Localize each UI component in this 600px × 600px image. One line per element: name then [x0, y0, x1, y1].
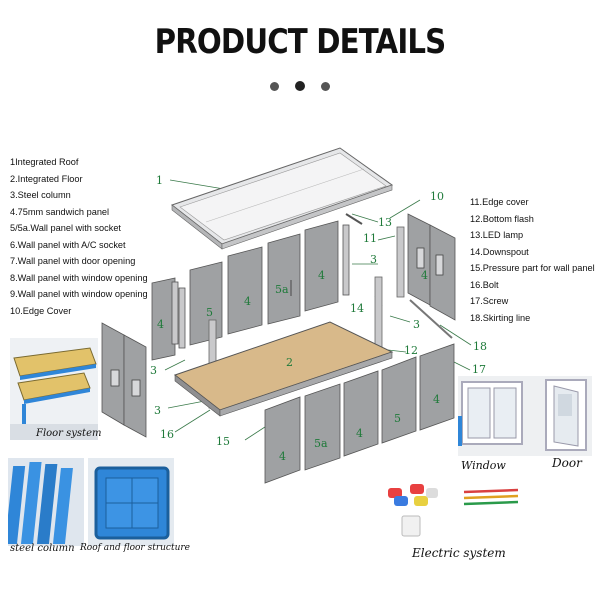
callout-4: 4 [318, 269, 325, 282]
legend-item: 3.Steel column [10, 190, 71, 200]
carousel-dot-3[interactable] [321, 82, 331, 91]
callout-labels: 1 2 3 3 3 3 4 4 4 4 4 4 4 5 5 5a 5a 10 1… [150, 174, 487, 463]
floor-system-caption: Floor system [36, 428, 102, 439]
roof-floor-structure-caption: Roof and floor structure [80, 543, 191, 553]
door-caption: Door [552, 456, 582, 470]
floor-system-photo [10, 338, 98, 440]
carousel-dot-2[interactable] [295, 81, 305, 91]
callout-4: 4 [244, 295, 251, 308]
legend-item: 8.Wall panel with window opening [10, 272, 148, 283]
page-title: PRODUCT DETAILS [154, 22, 446, 62]
legend-item: 12.Bottom flash [470, 213, 534, 224]
legend-item: 17.Screw [470, 296, 509, 306]
callout-3: 3 [413, 318, 420, 331]
steel-column-caption: steel column [10, 543, 75, 554]
callout-5a: 5a [275, 283, 289, 296]
callout-15: 15 [216, 435, 230, 448]
callout-4: 4 [356, 427, 363, 440]
window-door-photo [458, 376, 592, 456]
callout-14: 14 [350, 302, 364, 315]
floor-frame [173, 321, 394, 417]
callout-2: 2 [286, 356, 293, 369]
carousel-dot-1[interactable] [269, 82, 279, 91]
callout-17: 17 [472, 363, 486, 376]
callout-4: 4 [279, 450, 286, 463]
roof-panel [170, 147, 394, 250]
legend-item: 6.Wall panel with A/C socket [10, 239, 126, 250]
callout-5: 5 [206, 306, 213, 319]
electric-system-caption: Electric system [412, 546, 506, 560]
left-wall-panels [101, 277, 186, 438]
callout-10: 10 [430, 190, 444, 203]
legend-item: 9.Wall panel with window opening [10, 289, 148, 299]
carousel-dots [0, 78, 600, 96]
legend-item: 1Integrated Roof [10, 157, 79, 167]
callout-13: 13 [378, 216, 392, 229]
callout-18: 18 [473, 340, 487, 353]
parts-legend-left: 1Integrated Roof 2.Integrated Floor 3.St… [10, 154, 148, 319]
callout-12: 12 [404, 344, 418, 357]
legend-item: 7.Wall panel with door opening [10, 256, 136, 266]
legend-item: 5/5a.Wall panel with socket [10, 223, 121, 233]
legend-item: 14.Downspout [470, 246, 529, 257]
electric-system-photo [380, 478, 530, 542]
legend-item: 13.LED lamp [470, 230, 524, 240]
legend-item: 2.Integrated Floor [10, 173, 83, 184]
legend-item: 15.Pressure part for wall panel [470, 263, 595, 273]
callout-4: 4 [421, 269, 428, 282]
roof-floor-structure-photo [88, 458, 174, 546]
callout-16: 16 [160, 428, 174, 441]
callout-1: 1 [156, 174, 163, 187]
callout-4: 4 [157, 318, 164, 331]
callout-3: 3 [150, 364, 157, 377]
callout-4: 4 [433, 393, 440, 406]
parts-legend-right: 11.Edge cover 12.Bottom flash 13.LED lam… [470, 194, 595, 326]
window-caption: Window [461, 459, 506, 472]
back-wall-panels [189, 220, 350, 346]
legend-item: 4.75mm sandwich panel [10, 206, 110, 217]
legend-item: 18.Skirting line [470, 312, 531, 323]
steel-column-photo [8, 458, 84, 546]
callout-5: 5 [394, 412, 401, 425]
legend-item: 10.Edge Cover [10, 305, 72, 316]
callout-11: 11 [363, 232, 377, 245]
callout-3: 3 [370, 253, 377, 266]
front-wall-panels [264, 343, 455, 484]
legend-item: 16.Bolt [470, 279, 499, 290]
right-wall-panels [407, 213, 456, 339]
callout-3: 3 [154, 404, 161, 417]
callout-5a: 5a [314, 437, 328, 450]
legend-item: 11.Edge cover [470, 197, 529, 207]
